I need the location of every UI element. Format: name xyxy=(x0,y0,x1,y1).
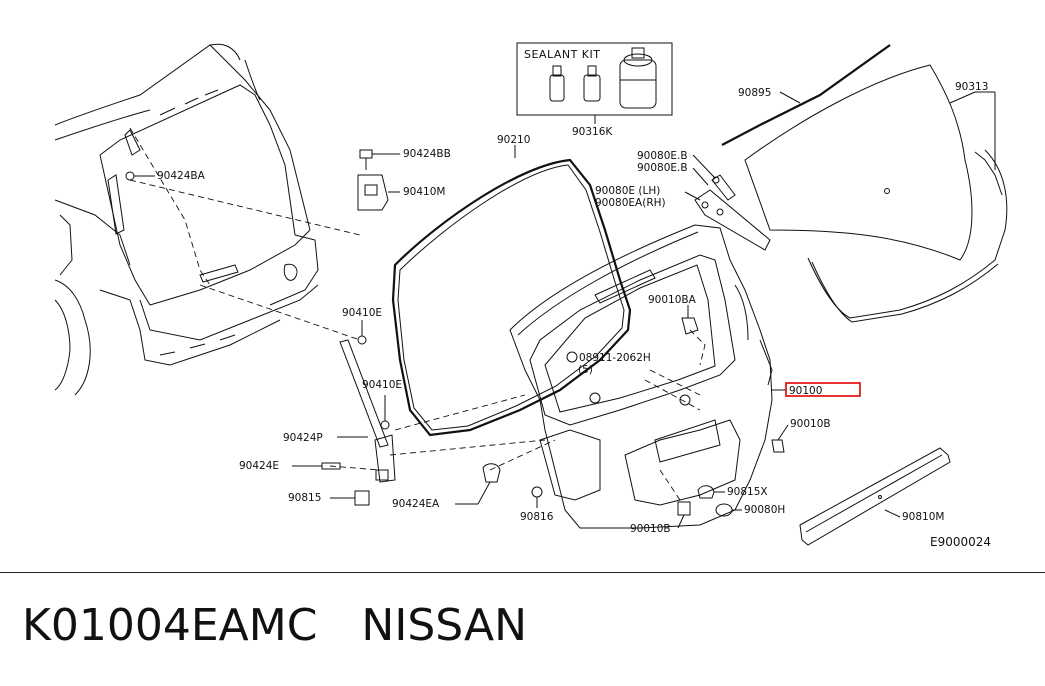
highlight-box-90100 xyxy=(785,382,861,397)
vehicle-body-drawing xyxy=(54,43,319,396)
label-90424E: 90424E xyxy=(239,460,279,472)
label-90815X: 90815X xyxy=(727,486,768,498)
door-hardware: 90010BA 08911-2062H (5) 90010B 90010B 90… xyxy=(566,294,831,535)
label-90316K: 90316K xyxy=(572,126,613,138)
part-number: K01004EAMC xyxy=(22,600,318,651)
label-90313: 90313 xyxy=(955,81,988,93)
label-qty-5: (5) xyxy=(578,364,593,376)
garnish-90810M: 90810M xyxy=(799,447,951,546)
diagram-code: E9000024 xyxy=(930,535,991,549)
rear-glass: 90895 90313 xyxy=(721,44,1008,323)
label-90895: 90895 xyxy=(738,87,771,99)
label-90080E-LH: 90080E (LH) xyxy=(595,185,660,197)
label-90100: 90100 xyxy=(789,385,822,397)
label-90410M: 90410M xyxy=(403,186,445,198)
footer: K01004EAMC NISSAN xyxy=(22,600,527,651)
label-90410E-1: 90410E xyxy=(342,307,382,319)
label-90424BA: 90424BA xyxy=(157,170,206,182)
label-90010BA: 90010BA xyxy=(648,294,697,306)
sealant-kit-box: SEALANT KIT 90316K xyxy=(516,42,673,138)
hinges: 90080E.B 90080E.B 90080E (LH) 90080EA(RH… xyxy=(595,150,771,251)
label-90080EA-RH: 90080EA(RH) xyxy=(595,197,666,209)
small-hardware: 90424BB 90410M 90424BA 90410E 90410E 904… xyxy=(125,148,554,523)
label-90815: 90815 xyxy=(288,492,321,504)
label-90080H: 90080H xyxy=(744,504,785,516)
label-90080EB-2: 90080E.B xyxy=(637,162,688,174)
label-90410E-2: 90410E xyxy=(362,379,402,391)
label-90424BB: 90424BB xyxy=(403,148,451,160)
brand-name: NISSAN xyxy=(361,600,528,651)
weatherstrip-90210: 90210 xyxy=(391,134,632,437)
part-90100-callout: 90100 xyxy=(772,382,861,397)
footer-divider xyxy=(0,572,1045,573)
label-90080EB-1: 90080E.B xyxy=(637,150,688,162)
label-90424EA: 90424EA xyxy=(392,498,440,510)
back-door-panel xyxy=(509,224,773,529)
label-90816: 90816 xyxy=(520,511,554,523)
label-90010B-2: 90010B xyxy=(630,523,671,535)
parts-diagram: SEALANT KIT 90316K 90210 xyxy=(54,42,1008,549)
label-90210: 90210 xyxy=(497,134,530,146)
label-08911-2062H: 08911-2062H xyxy=(579,352,651,364)
label-90010B-1: 90010B xyxy=(790,418,831,430)
dashed-leader-lines xyxy=(129,127,706,501)
label-90810M: 90810M xyxy=(902,511,944,523)
label-90424P: 90424P xyxy=(283,432,323,444)
sealant-kit-label: SEALANT KIT xyxy=(524,48,600,61)
